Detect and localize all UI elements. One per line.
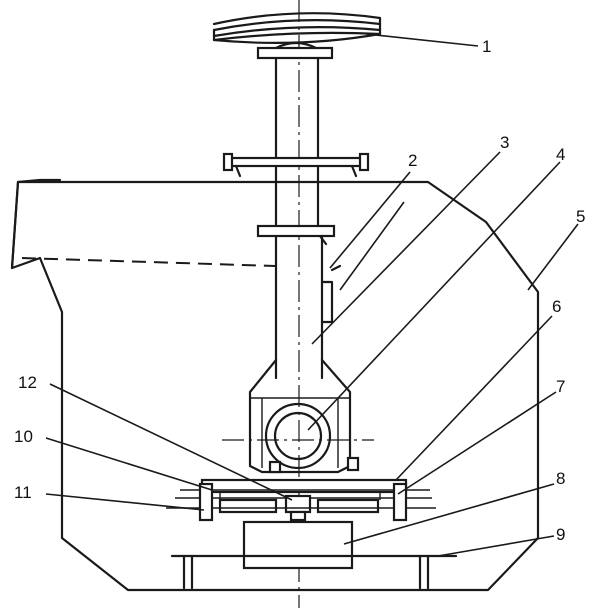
suction-pipe-inner [273,411,323,461]
cross-bar-left-end [222,152,234,172]
lower-bearing-flange [256,224,336,238]
impeller-housing [248,358,352,474]
tank-top-corner [10,178,62,270]
leader-10 [45,437,213,491]
leader-4 [307,161,561,431]
leader-7 [397,391,557,495]
bottom-block [242,520,354,570]
froth-level-line [21,257,276,267]
callout-10: 10 [14,427,33,446]
callout-6: 6 [552,297,561,316]
callout-3: 3 [500,133,509,152]
inlet-pipe-bracket [320,280,334,324]
callout-7: 7 [556,377,565,396]
leader-5 [527,223,579,291]
callout-4: 4 [556,145,565,164]
callout-12: 12 [18,373,37,392]
tank-outline [10,180,540,592]
callout-9: 9 [556,525,565,544]
callout-2: 2 [408,151,417,170]
cross-bar [226,156,368,168]
callout-11: 11 [14,483,32,502]
impeller-left-blade [218,498,278,514]
leader-1 [365,33,479,47]
shaft-housing-lower [274,234,324,380]
top-bearing-cap [274,41,318,50]
impeller-nut [289,510,307,522]
top-bearing-flange [256,46,334,60]
impeller-right-blade [316,498,380,514]
leader-9 [437,535,555,557]
callout-5: 5 [576,207,585,226]
suction-pipe-outer [264,402,332,470]
callout-8: 8 [556,469,565,488]
cross-bar-right-end [358,152,370,172]
stator-support-right [392,482,408,522]
callout-1: 1 [482,37,491,56]
leader-12 [49,383,293,501]
pulley [212,12,382,44]
shaft-housing-upper [274,56,320,230]
stator-support-left [198,482,214,522]
leader-6 [395,315,553,481]
leader-3 [311,151,501,345]
leader-2 [329,171,411,291]
leader-11 [45,493,205,511]
leader-8 [343,483,555,545]
